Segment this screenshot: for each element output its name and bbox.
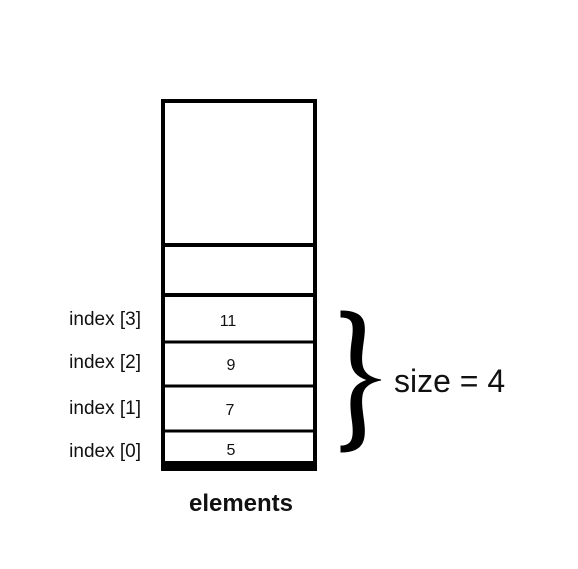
array-container [161,99,317,471]
size-label: size = 4 [394,363,505,399]
index-label-1: index [1] [69,398,141,419]
index-label-0: index [0] [69,441,141,462]
array-caption: elements [189,490,293,517]
index-label-3: index [3] [69,309,141,330]
cell-value-index-1: 7 [226,402,235,419]
cell-value-index-2: 9 [227,357,236,374]
size-brace [340,310,382,453]
index-label-2: index [2] [69,352,141,373]
cell-value-index-0: 5 [227,442,236,459]
cell-value-index-3: 11 [220,313,237,330]
array-base [161,461,317,471]
